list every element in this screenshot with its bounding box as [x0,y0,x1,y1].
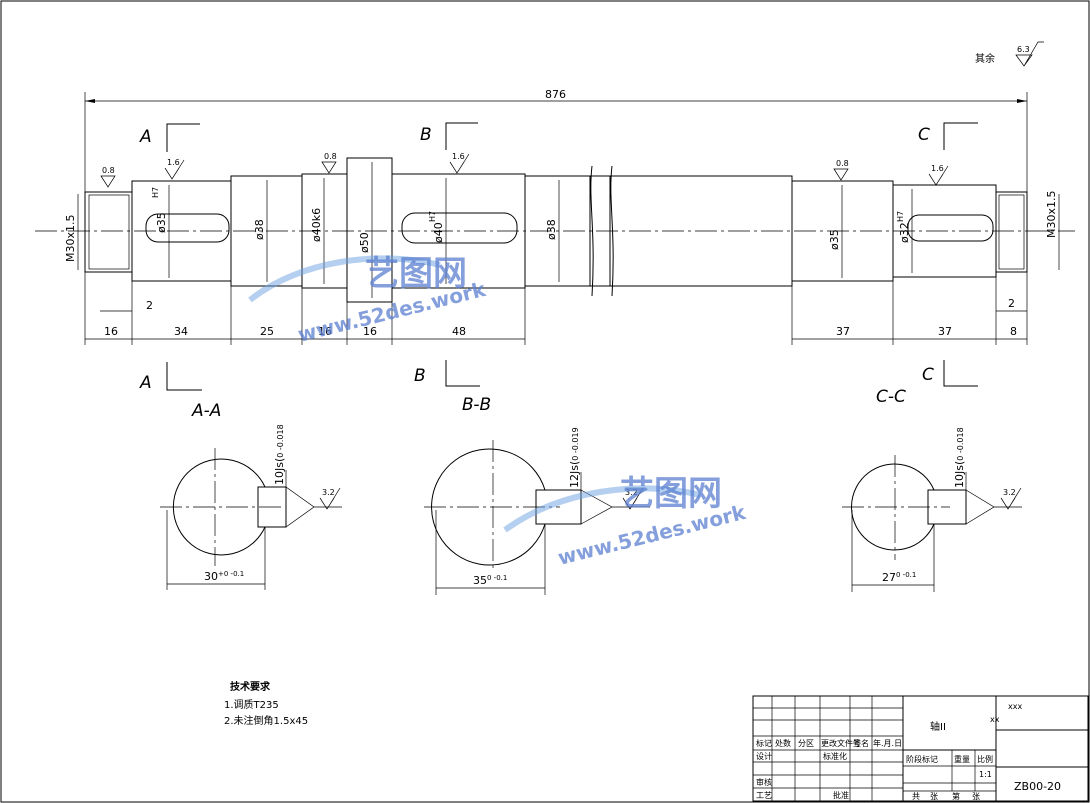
tb-sheet-no: 第 [952,791,960,801]
tb-scale: 1:1 [979,770,992,779]
section-marker-c-bottom: C [922,365,934,385]
chamfer-dim-left: 2 [146,299,153,312]
section-c-roughness: 3.2 [1003,488,1016,497]
section-b-b: 12Js(0 -0.019 3.2 350 -0.1 [424,427,650,595]
tb-part-name: 轴II [930,720,946,733]
overall-length-text: 876 [545,88,566,101]
dim-3: 25 [260,325,274,338]
tb-signature: 签名 [853,738,869,748]
shaft-body [84,157,1028,303]
fit-label-3: H7 [896,211,905,222]
tb-sheet-unit-1: 张 [930,792,938,801]
tb-material: xx [990,715,1000,724]
tech-req-item-2: 2.未注倒角1.5x45 [224,714,308,727]
bottom-dimensions: 16 34 25 16 16 48 37 37 8 2 2 [84,272,1028,345]
dim-6: 48 [452,325,466,338]
section-a-flat: 30+0 -0.1 [204,570,244,583]
section-markers-bottom: A B C A-A B-B C-C [139,360,978,421]
dim-1: 16 [104,325,118,338]
tech-req-title: 技术要求 [230,680,271,693]
diameter-label-1: ø35 [155,212,168,233]
tb-weight: 重量 [954,754,970,764]
roughness-1: 0.8 [102,166,115,175]
diameter-labels: M30x1.5 M30x1.5 ø35 ø38 ø40k6 ø50 ø40 ø3… [64,162,1060,298]
section-c-keywidth: 10Js(0 -0.018 [953,427,966,488]
tb-scale-label: 比例 [977,754,993,764]
diameter-label-3: ø40k6 [310,208,323,242]
roughness-5: 0.8 [836,159,849,168]
title-block: 标记 处数 分区 更改文件号 签名 年.月.日 设计 标准化 审核 工艺 批准 … [752,695,1089,802]
tb-change-doc: 更改文件号 [821,738,861,748]
diameter-label-7: ø35 [828,229,841,250]
dim-2: 34 [174,325,188,338]
chamfer-dim-right: 2 [1008,297,1015,310]
diameter-label-8: ø32 [898,222,911,243]
roughness-2: 1.6 [167,158,180,167]
section-c-c: 10Js(0 -0.018 3.2 270 -0.1 [842,427,1022,592]
tb-zone: 分区 [798,739,814,748]
tb-sheet-total: 共 [912,792,920,801]
tb-org: xxx [1008,702,1022,711]
section-marker-b-bottom: B [414,366,426,386]
roughness-4: 1.6 [452,152,465,161]
roughness-symbols: 0.8 1.6 0.8 1.6 0.8 1.6 [100,152,949,188]
tech-req-item-1: 1.调质T235 [224,699,279,711]
tb-date: 年.月.日 [873,738,902,748]
diameter-label-6: ø38 [545,219,558,240]
section-marker-c-top: C [918,125,930,145]
section-marker-a-top: A [139,127,152,147]
diameter-label-5: ø40 [432,222,445,243]
section-b-roughness: 3.2 [625,488,638,497]
watermark-cn-2: 艺图网 [620,474,722,514]
dim-9: 8 [1010,325,1017,338]
tb-process: 工艺 [756,791,772,800]
section-a-roughness: 3.2 [322,488,335,497]
section-b-flat: 350 -0.1 [473,574,507,587]
watermark-2: 艺图网 www.52des.work [503,474,749,570]
surface-note-value: 6.3 [1017,45,1030,54]
section-b-keywidth: 12Js(0 -0.019 [568,427,581,488]
section-markers-top: A B C [139,122,978,152]
tb-review: 审核 [756,777,772,787]
dim-4: 16 [318,325,332,338]
section-marker-a-bottom: A [139,373,152,393]
dim-8: 37 [938,325,952,338]
roughness-3: 0.8 [324,152,337,161]
tb-drawing-no: ZB00-20 [1014,780,1061,793]
right-thread-label: M30x1.5 [1045,191,1058,239]
left-thread-label: M30x1.5 [64,215,77,263]
dim-5: 16 [363,325,377,338]
technical-requirements: 技术要求 1.调质T235 2.未注倒角1.5x45 [224,680,308,727]
section-title-c: C-C [876,387,906,407]
section-marker-b-top: B [420,125,432,145]
tb-count: 处数 [775,738,791,748]
tb-stage: 阶段标记 [906,754,938,764]
tb-design: 设计 [756,751,772,761]
tb-standard: 标准化 [823,751,847,761]
section-a-a: 10Js(0 -0.018 3.2 30+0 -0.1 [160,424,342,590]
section-title-b: B-B [462,395,491,415]
section-a-keywidth: 10Js(0 -0.018 [273,424,286,485]
tb-approve: 批准 [833,790,849,800]
section-title-a: A-A [191,401,221,421]
fit-label-1: H7 [151,187,160,198]
section-c-flat: 270 -0.1 [882,571,916,584]
tb-mark: 标记 [756,738,772,748]
watermark-cn-1: 艺图网 [365,254,467,294]
fit-label-2: H7 [428,211,437,222]
tb-sheet-unit-2: 张 [972,792,980,801]
dim-7: 37 [836,325,850,338]
diameter-label-4: ø50 [358,232,371,253]
diameter-label-2: ø38 [253,219,266,240]
surface-note: 其余 6.3 [975,41,1044,67]
overall-length-dim: 876 [84,88,1028,200]
roughness-6: 1.6 [931,164,944,173]
surface-note-label: 其余 [975,52,995,65]
